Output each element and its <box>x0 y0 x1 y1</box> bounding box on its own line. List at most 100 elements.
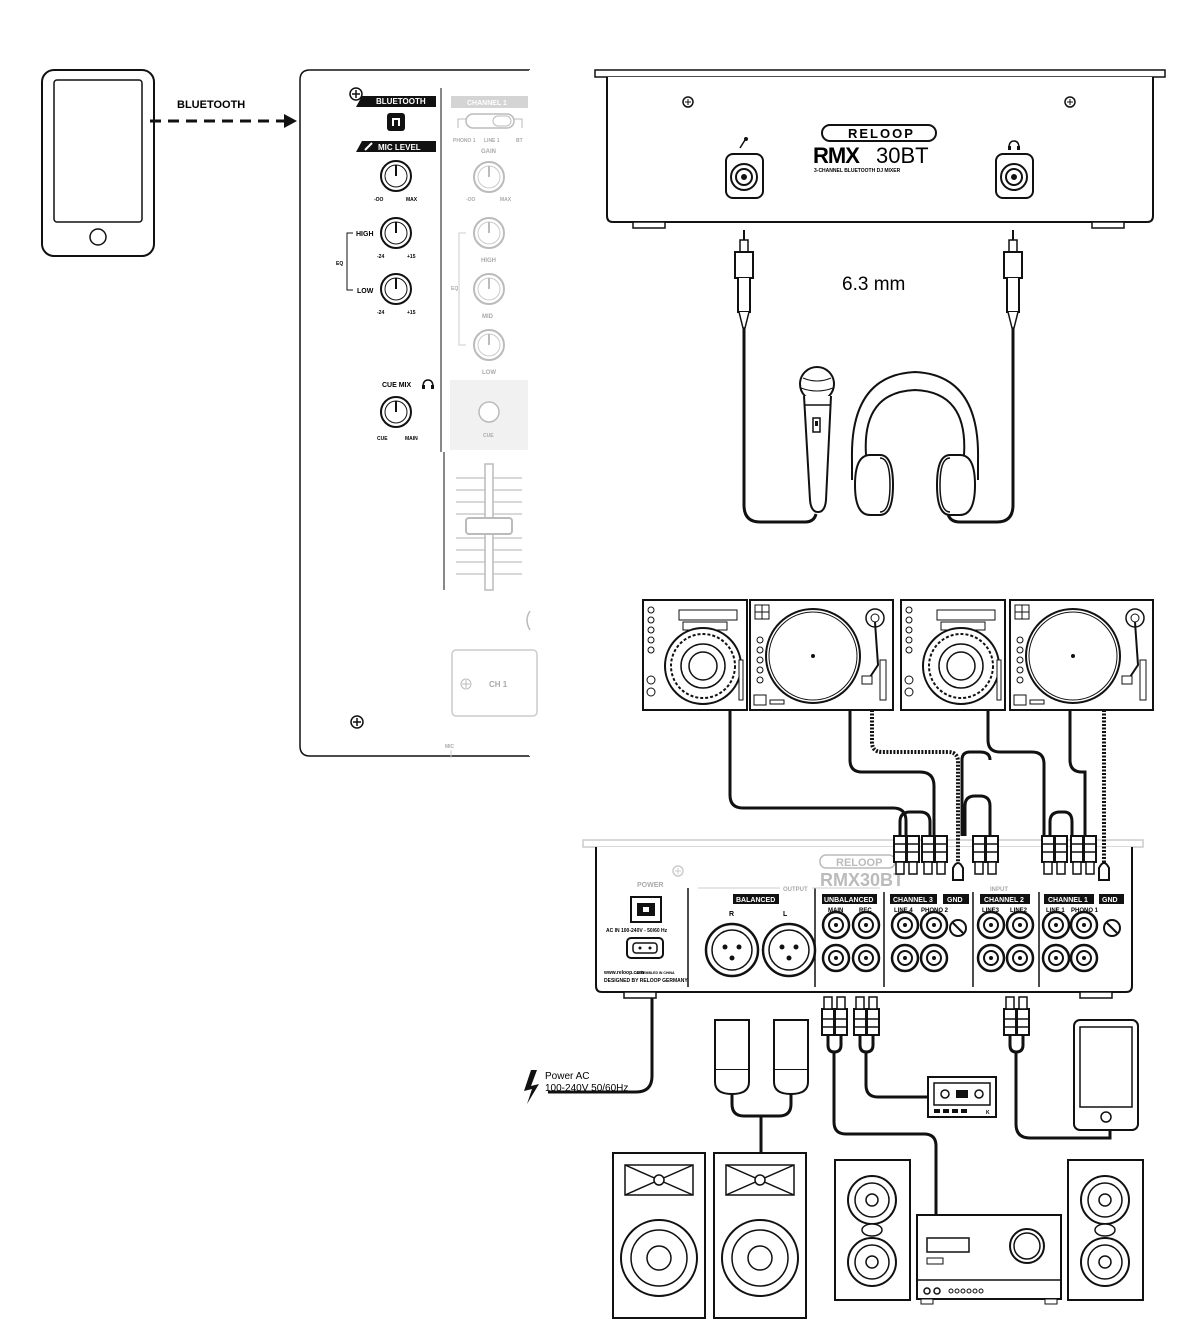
svg-text:LOW: LOW <box>482 370 496 376</box>
svg-text:R: R <box>729 911 734 918</box>
channel1-rear-label: CHANNEL 1 <box>1048 897 1088 904</box>
ch3-line4-r-jack[interactable] <box>890 943 920 973</box>
svg-text:ASSEMBLED IN CHINA: ASSEMBLED IN CHINA <box>636 971 675 975</box>
ch2-line3-l-jack[interactable] <box>976 910 1006 940</box>
cd-player-icon <box>642 599 748 711</box>
svg-text:CUE: CUE <box>483 433 494 439</box>
jack-plug-headphones <box>1003 230 1023 329</box>
speaker-icon <box>834 1159 911 1301</box>
ch3-phono2-l-jack[interactable] <box>919 910 949 940</box>
cue-mix-knob[interactable] <box>380 396 412 428</box>
ch2-line3-r-jack[interactable] <box>976 943 1006 973</box>
main-out-r-jack[interactable] <box>821 943 851 973</box>
svg-text:GND: GND <box>947 897 963 904</box>
ch3-phono2-r-jack[interactable] <box>919 943 949 973</box>
ch2-line2-l-jack[interactable] <box>1005 910 1035 940</box>
svg-text:GND: GND <box>1102 897 1118 904</box>
ch1-label: CH 1 <box>489 680 508 689</box>
phone-icon <box>41 69 155 257</box>
unbalanced-label: UNBALANCED <box>824 897 873 904</box>
eq-label: EQ <box>336 261 343 267</box>
ch1-phono1-l-jack[interactable] <box>1069 910 1099 940</box>
microphone-icon <box>739 137 748 149</box>
ch1-line1-l-jack[interactable] <box>1041 910 1071 940</box>
cue-mix-label: CUE MIX <box>382 382 412 389</box>
ch-low-knob[interactable] <box>473 329 505 361</box>
svg-text:-24: -24 <box>377 254 384 260</box>
svg-text:PHONO 1: PHONO 1 <box>453 138 476 144</box>
balanced-label: BALANCED <box>736 897 775 904</box>
ground-terminal[interactable] <box>1103 919 1121 937</box>
high-label: HIGH <box>356 231 374 238</box>
balanced-cables <box>730 1094 793 1153</box>
rec-out-r-jack[interactable] <box>851 943 881 973</box>
power-ac-label-1: Power AC <box>545 1071 589 1082</box>
channel3-label: CHANNEL 3 <box>893 897 933 904</box>
svg-text:-OO: -OO <box>374 197 384 203</box>
headphones-icon <box>422 379 434 389</box>
model-name-bold: RMX <box>813 143 860 168</box>
svg-text:RELOOP: RELOOP <box>848 126 915 141</box>
headphone-output-jack[interactable] <box>995 153 1034 199</box>
speaker-icon <box>1067 1159 1144 1301</box>
turntable-icon <box>749 599 894 711</box>
power-cable <box>548 998 654 1094</box>
headphone-cable <box>946 328 1015 524</box>
xlr-plug-left <box>773 1019 809 1096</box>
ch3-line4-l-jack[interactable] <box>890 910 920 940</box>
svg-text:DESIGNED BY RELOOP GERMANY: DESIGNED BY RELOOP GERMANY <box>604 978 688 984</box>
svg-text:GAIN: GAIN <box>481 149 496 155</box>
mic-cable <box>742 328 818 524</box>
xlr-plug-right <box>714 1019 750 1096</box>
power-bolt-icon <box>524 1070 539 1104</box>
svg-text:MID: MID <box>482 314 494 320</box>
amplifier-icon <box>916 1214 1062 1305</box>
tablet-icon <box>1073 1019 1139 1131</box>
svg-text:www.reloop.com: www.reloop.com <box>603 970 644 976</box>
cable-size-label: 6.3 mm <box>842 274 905 295</box>
svg-text:CUE: CUE <box>377 436 388 442</box>
reloop-logo <box>821 124 937 142</box>
turntable-icon <box>1009 599 1154 711</box>
ground-terminal[interactable] <box>949 919 967 937</box>
xlr-output-left[interactable] <box>761 922 817 978</box>
mic-level-label: MIC LEVEL <box>378 143 421 152</box>
power-label: POWER <box>637 882 663 889</box>
ch-mid-knob[interactable] <box>473 273 505 305</box>
svg-text:+15: +15 <box>407 254 416 260</box>
main-out-l-jack[interactable] <box>821 910 851 940</box>
svg-text:OUTPUT: OUTPUT <box>783 887 808 893</box>
rear-model-label: RMX30BT <box>820 870 904 890</box>
ch1-phono1-r-jack[interactable] <box>1069 943 1099 973</box>
gain-knob[interactable] <box>473 161 505 193</box>
mic-input-jack[interactable] <box>725 153 764 199</box>
ch2-line2-r-jack[interactable] <box>1005 943 1035 973</box>
mixer-front-unit: RELOOP RMX 30BT 3-CHANNEL BLUETOOTH DJ M… <box>594 69 1166 229</box>
svg-text:RELOOP: RELOOP <box>836 857 882 869</box>
deck-cables <box>728 710 1106 866</box>
eq-high-knob[interactable] <box>380 217 412 249</box>
power-ac-label-2: 100-240V 50/60Hz <box>545 1083 628 1094</box>
svg-text:L: L <box>783 911 788 918</box>
svg-text:-OO: -OO <box>466 197 476 203</box>
arrow-head <box>284 114 297 128</box>
svg-text:MAX: MAX <box>406 197 418 203</box>
svg-text:-24: -24 <box>377 310 384 316</box>
svg-text:HIGH: HIGH <box>481 258 496 264</box>
mixer-rear-panel: RELOOP RMX30BT POWER AC IN 100-240V - 50… <box>582 839 1144 999</box>
svg-text:LINE 1: LINE 1 <box>484 138 500 144</box>
microphone-icon <box>799 366 835 514</box>
xlr-output-right[interactable] <box>704 922 760 978</box>
svg-text:INPUT: INPUT <box>990 887 1008 893</box>
ch-cue-button[interactable] <box>478 401 500 423</box>
svg-text:AC IN 100-240V - 50/60 Hz: AC IN 100-240V - 50/60 Hz <box>606 928 668 934</box>
mic-level-knob[interactable] <box>380 160 412 192</box>
ch-high-knob[interactable] <box>473 217 505 249</box>
ch1-line1-r-jack[interactable] <box>1041 943 1071 973</box>
speaker-icon <box>612 1152 706 1319</box>
channel-fader[interactable] <box>456 463 522 591</box>
eq-low-knob[interactable] <box>380 273 412 305</box>
svg-text:MAIN: MAIN <box>405 436 418 442</box>
rec-out-l-jack[interactable] <box>851 910 881 940</box>
